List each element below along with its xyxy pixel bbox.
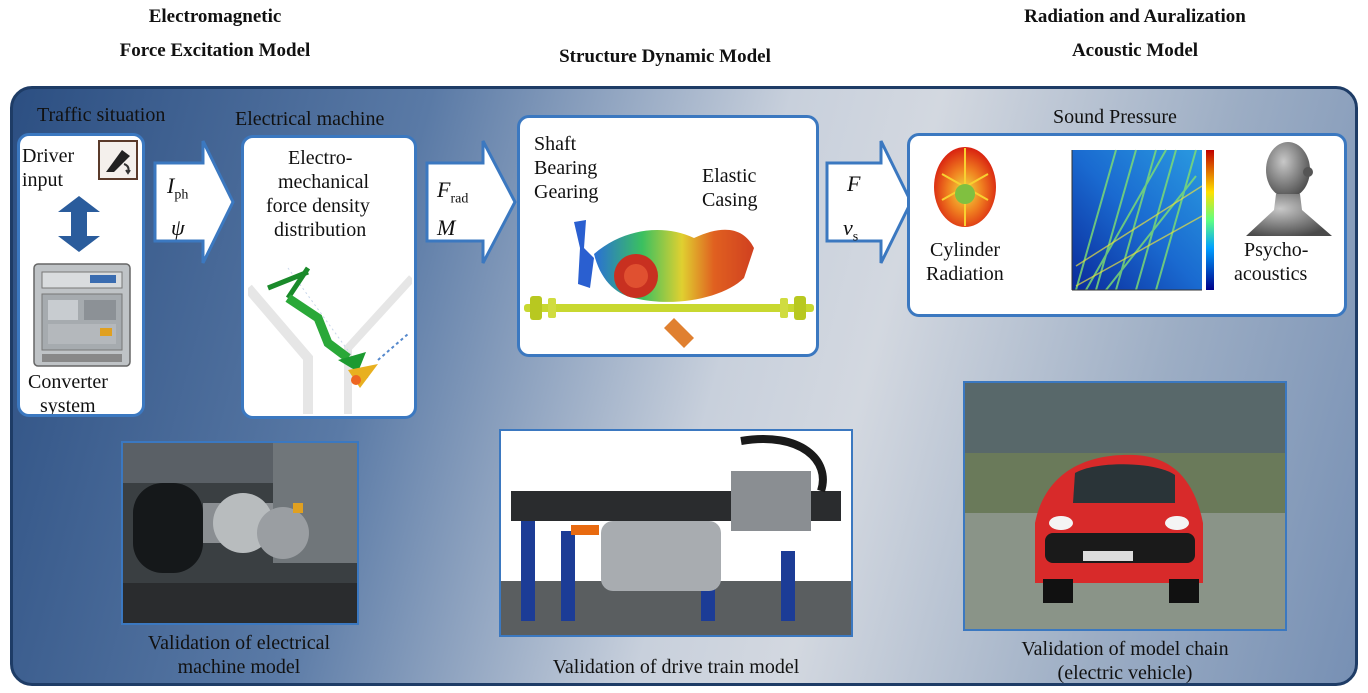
elastic-label: Elastic [702,165,757,187]
caption-vehicle-line2: (electric vehicle) [1057,662,1193,684]
var-m-text: M [437,215,456,240]
converter-image [30,258,134,370]
caption-machine: Validation of electrical machine model [89,631,389,679]
double-arrow-icon [54,196,104,252]
caption-vehicle: Validation of model chain (electric vehi… [963,637,1287,684]
driver-label: Driver [22,145,75,167]
psycho-label: Psycho- [1244,239,1309,261]
drivetrain-fem-image [524,218,814,352]
var-f-rad: Frad [437,177,468,212]
caption-drivetrain: Validation of drive train model [552,656,800,678]
main-panel: Traffic situation Electrical machine Sou… [10,86,1358,686]
machine-text-4: distribution [274,219,367,241]
driver-converter-box: Driver input [17,133,145,417]
system-label: system [40,395,96,417]
vehicle-photo [963,381,1287,631]
sound-pressure-label: Sound Pressure [1053,106,1177,128]
header-electromagnetic-line2: Force Excitation Model [119,40,311,61]
gearing-label: Gearing [534,181,599,203]
casing-label: Casing [702,189,758,211]
input-label: input [22,169,64,191]
electrical-machine-label: Electrical machine [235,108,385,130]
steering-wheel-icon [98,140,138,180]
caption-vehicle-line1: Validation of model chain [1021,638,1229,660]
caption-machine-line1: Validation of electrical [147,632,331,654]
arrow-force-moment [425,139,517,265]
arrow-force-velocity [825,139,913,265]
header-electromagnetic-line1: Electromagnetic [148,6,282,27]
machine-text-3: force density [266,195,370,217]
machine-text-1: Electro- [288,147,353,169]
cylinder-radiation-image [932,144,998,230]
head-model-image [1240,140,1338,240]
converter-label: Converter [28,371,108,393]
caption-machine-line2: machine model [177,656,301,678]
cylinder-label: Cylinder [930,239,1000,261]
var-v-s: vs [843,215,858,250]
var-f3: F [847,171,860,197]
var-m: M [437,215,455,241]
acoustic-box: Cylinder Radiation [907,133,1347,317]
arrow-current-flux [153,139,235,265]
var-f: F [437,177,451,202]
var-psi-text: ψ [171,215,185,240]
traffic-label: Traffic situation [37,104,166,126]
var-i-ph: Iph [167,173,188,208]
bearing-label: Bearing [534,157,598,179]
machine-text-2: mechanical [278,171,370,193]
force-density-image [244,248,414,414]
var-psi: ψ [171,215,185,241]
acoustics-label: acoustics [1234,263,1308,285]
var-i: I [167,173,175,198]
machine-test-photo [121,441,359,625]
machine-box: Electro- mechanical force density distri… [241,135,417,419]
var-i-sub: ph [174,187,189,203]
var-f3-text: F [847,171,861,196]
radiation-label: Radiation [926,263,1004,285]
drivetrain-test-photo [499,429,853,637]
spectrogram-image [1056,146,1232,310]
structure-box: Shaft Bearing Gearing Elastic Casing [517,115,819,357]
var-v-sub: s [852,229,859,245]
header-electromagnetic: Electromagnetic Force Excitation Model [60,0,370,68]
header-acoustic: Radiation and Auralization Acoustic Mode… [950,0,1320,68]
header-acoustic-line1: Radiation and Auralization [1024,6,1246,27]
shaft-label: Shaft [534,133,577,155]
var-v: v [843,215,853,240]
header-acoustic-line2: Acoustic Model [1071,40,1199,61]
header-structure: Structure Dynamic Model [559,46,771,67]
var-f-sub: rad [450,191,469,207]
